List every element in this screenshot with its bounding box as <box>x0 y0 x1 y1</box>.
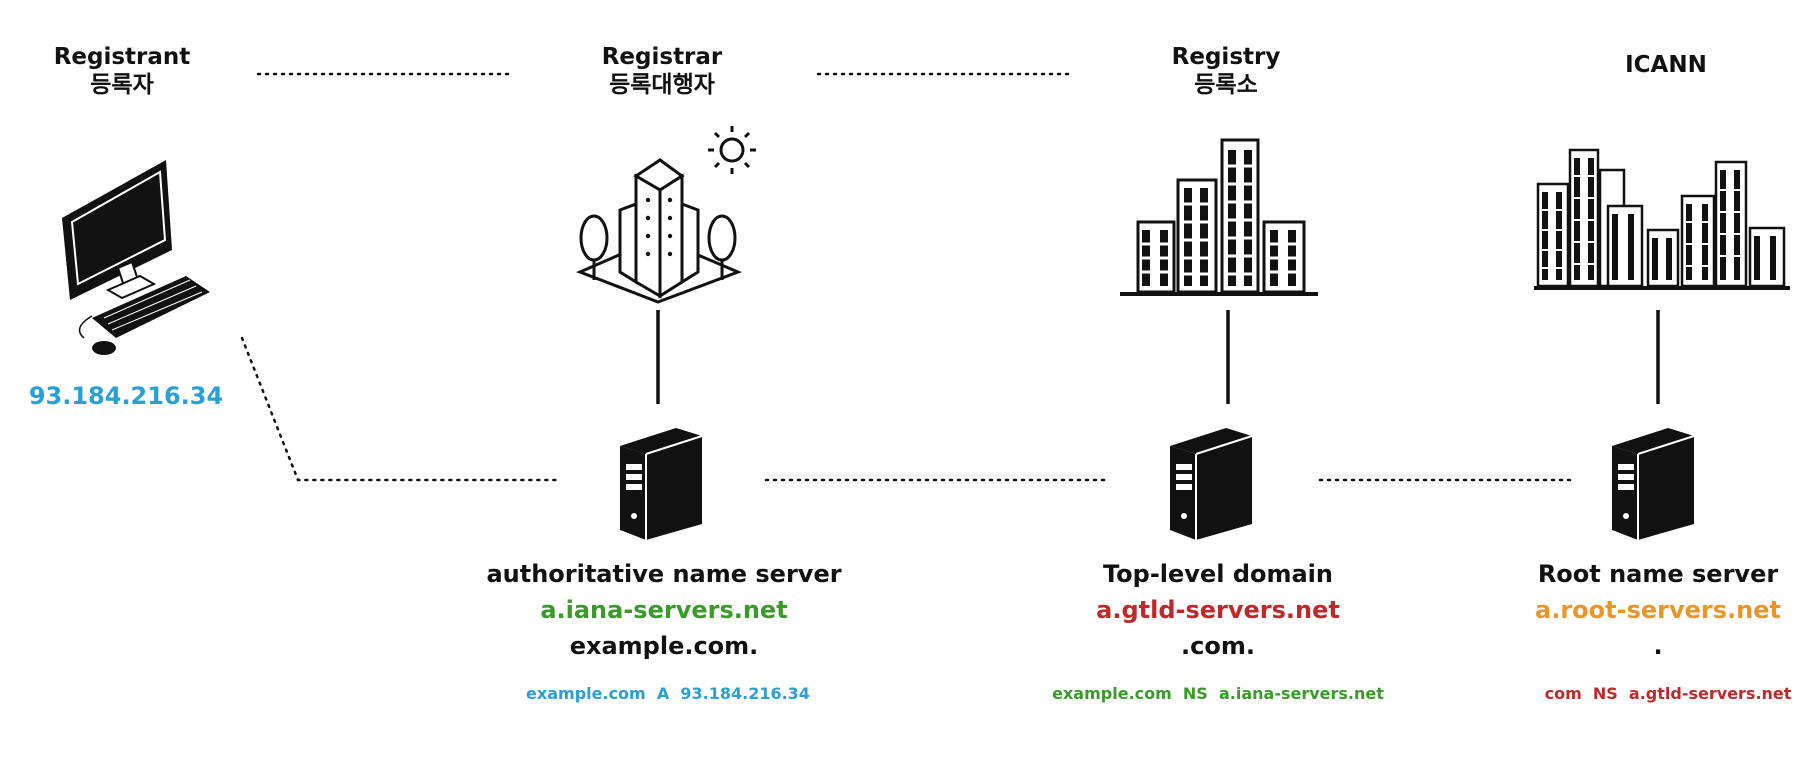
server-tower-icon <box>619 427 703 541</box>
registrant-ip: 93.184.216.34 <box>28 382 224 410</box>
icann-heading: ICANN <box>1625 52 1707 80</box>
registrar-title-ko: 등록대행자 <box>609 71 715 98</box>
auth-server-host: a.iana-servers.net <box>540 596 788 624</box>
tld-server-title: Top-level domain <box>1102 560 1334 588</box>
registrar-heading: Registrar 등록대행자 <box>602 44 723 99</box>
auth-server-zone: example.com. <box>569 632 759 660</box>
tld-server-zone: .com. <box>1181 632 1255 660</box>
registrant-title: Registrant <box>53 44 191 70</box>
server-tower-icon <box>1169 427 1253 541</box>
root-server-title: Root name server <box>1537 560 1779 588</box>
registry-title: Registry <box>1171 44 1281 70</box>
server-tower-icon <box>1611 427 1695 541</box>
auth-server-title: authoritative name server <box>486 560 842 588</box>
registrar-title: Registrar <box>601 44 723 70</box>
tld-server-record: example.com NS a.iana-servers.net <box>1052 684 1384 703</box>
registrant-title-ko: 등록자 <box>90 71 154 98</box>
registry-title-ko: 등록소 <box>1194 71 1258 98</box>
dotted-link-registrant-nameserver <box>240 336 558 482</box>
registrant-heading: Registrant 등록자 <box>54 44 191 99</box>
root-server-host: a.root-servers.net <box>1535 596 1781 624</box>
registry-heading: Registry 등록소 <box>1172 44 1281 99</box>
sun-icon <box>708 126 756 174</box>
auth-server-record: example.com A 93.184.216.34 <box>526 684 810 703</box>
root-server-record: com NS a.gtld-servers.net <box>1544 684 1792 703</box>
root-server-zone: . <box>1653 632 1663 660</box>
icann-title: ICANN <box>1625 52 1707 78</box>
tld-server-host: a.gtld-servers.net <box>1096 596 1340 624</box>
